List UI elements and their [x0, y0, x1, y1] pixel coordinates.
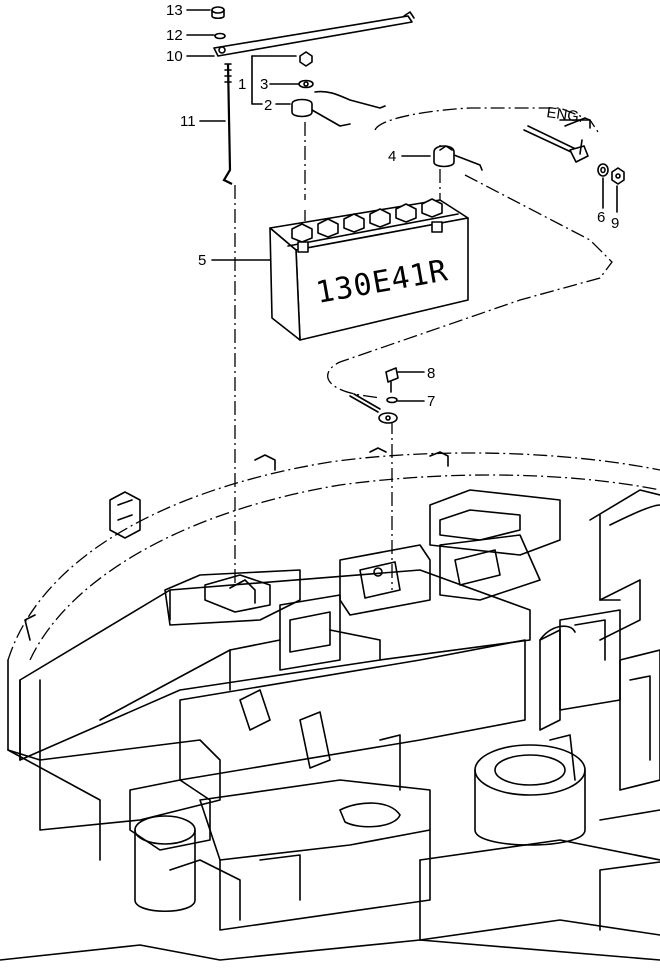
callout-9: 9 [611, 215, 619, 232]
positive-cable-assembly [433, 145, 483, 171]
washer-12 [214, 32, 226, 40]
battery-cell-caps [291, 198, 443, 243]
callout-12: 12 [166, 27, 183, 44]
callout-11: 11 [180, 113, 196, 130]
battery-hold-down-bracket [213, 11, 415, 57]
callout-7: 7 [427, 393, 435, 410]
washer-3 [298, 79, 314, 89]
washer-7 [386, 396, 398, 404]
callout-6: 6 [597, 209, 605, 226]
callout-1: 1 [238, 76, 246, 93]
callout-2: 2 [264, 97, 272, 114]
cable-routing-lines [234, 107, 613, 590]
lock-washer-6 [597, 163, 609, 177]
positive-terminal [431, 221, 443, 233]
terminal-clamp-2 [291, 98, 313, 118]
callout-3: 3 [260, 76, 268, 93]
negative-cable-assembly [291, 51, 386, 127]
callout-5: 5 [198, 252, 206, 269]
negative-terminal [297, 241, 309, 253]
callout-labels: 13 12 10 1 3 2 11 4 5 6 9 8 7 ENG. [166, 2, 619, 410]
callout-10: 10 [166, 48, 183, 65]
bolt-8 [385, 367, 399, 383]
engine-label: ENG. [545, 104, 584, 126]
nut-9 [611, 167, 625, 185]
machine-chassis [0, 447, 660, 961]
battery: 130E41R [269, 198, 469, 341]
hold-down-rod [222, 63, 233, 185]
leader-lines [186, 9, 618, 402]
callout-4: 4 [388, 148, 396, 165]
nut-13 [211, 6, 225, 20]
engine-cable-end [523, 117, 589, 163]
callout-8: 8 [427, 365, 435, 382]
ground-bolt-assembly [349, 367, 399, 424]
nut-1 [299, 51, 313, 67]
callout-13: 13 [166, 2, 183, 19]
